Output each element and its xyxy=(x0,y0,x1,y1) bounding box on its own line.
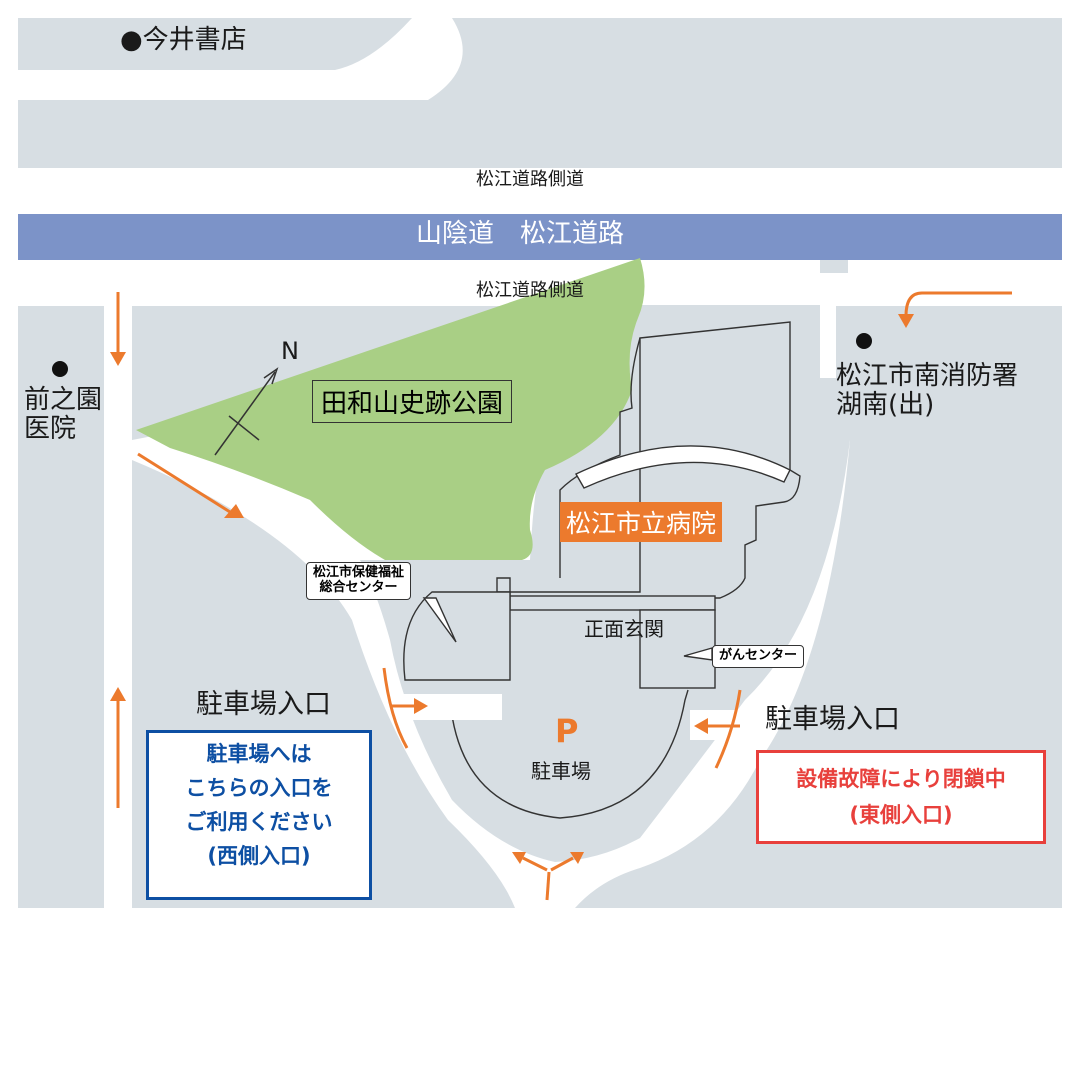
health-center-callout: 松江市保健福祉 総合センター xyxy=(306,562,412,600)
block-left-edge xyxy=(18,100,104,168)
park-label: 田和山史跡公園 xyxy=(312,380,513,423)
east-entrance-notice: 設備故障により閉鎖中 (東側入口) xyxy=(756,750,1046,844)
hospital-building xyxy=(403,321,801,689)
expressway-label: 山陰道 松江道路 xyxy=(416,219,625,249)
cancer-center-callout: がんセンター xyxy=(712,645,805,668)
clinic-label: 前之園 医院 xyxy=(24,386,102,443)
parking-label: 駐車場 xyxy=(531,759,591,783)
health-center-line2: 総合センター xyxy=(319,579,398,595)
west-notice-line2: こちらの入口を xyxy=(185,776,333,800)
parking-entrance-west-label: 駐車場入口 xyxy=(196,689,331,720)
fire-station-dot xyxy=(856,333,872,349)
block-top-right xyxy=(18,18,1062,168)
expressway-band xyxy=(18,214,1062,260)
block-left-column xyxy=(18,306,104,908)
fire-station-name-line2: 湖南(出) xyxy=(836,389,935,420)
parking-symbol: P xyxy=(555,712,579,750)
clinic-dot xyxy=(52,361,68,377)
east-notice-line1: 設備故障により閉鎖中 xyxy=(796,767,1006,791)
clinic-name-line2: 医院 xyxy=(24,413,77,444)
parking-lot-outline xyxy=(449,689,689,819)
health-center-line1: 松江市保健福祉 xyxy=(313,565,405,580)
route-arrows xyxy=(116,291,1012,901)
block-top-left xyxy=(18,18,412,70)
compass-north-label: N xyxy=(281,337,299,365)
side-road-top-label: 松江道路側道 xyxy=(476,169,584,190)
west-notice-line3: ご利用ください xyxy=(185,810,333,834)
block-east-stub xyxy=(836,306,850,378)
parking-entrance-east-label: 駐車場入口 xyxy=(765,704,900,735)
expressway-ramp xyxy=(820,260,848,273)
arrow-heads xyxy=(110,314,914,864)
compass-rose xyxy=(214,367,279,456)
clinic-name-line1: 前之園 xyxy=(24,385,103,415)
side-road-bottom-label: 松江道路側道 xyxy=(476,280,584,301)
hospital-label: 松江市立病院 xyxy=(560,502,723,542)
west-notice-line1: 駐車場へは xyxy=(206,742,312,766)
main-entrance-label: 正面玄関 xyxy=(584,617,664,641)
fire-station-label: 松江市南消防署 湖南(出) xyxy=(836,362,1018,419)
west-notice-line4: (西側入口) xyxy=(207,844,311,868)
west-entrance-notice: 駐車場へは こちらの入口を ご利用ください (西側入口) xyxy=(146,730,372,900)
fire-station-name-line1: 松江市南消防署 xyxy=(836,361,1019,391)
bookstore-label: ●今井書店 xyxy=(120,25,247,55)
east-notice-line2: (東側入口) xyxy=(849,803,953,827)
